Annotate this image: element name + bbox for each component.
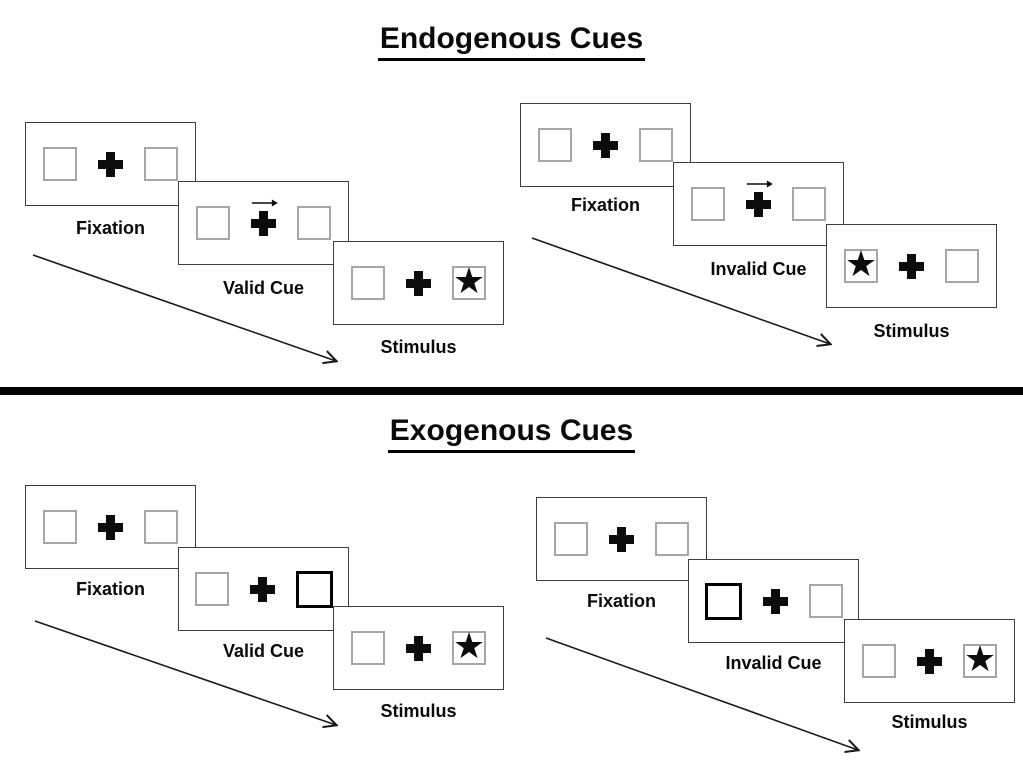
section-title-text: Endogenous Cues bbox=[377, 22, 646, 61]
right-placeholder-square bbox=[297, 206, 331, 240]
left-placeholder-square bbox=[554, 522, 588, 556]
step-label-stimulus: Stimulus bbox=[380, 337, 457, 357]
right-highlighted-cue-square bbox=[295, 570, 333, 608]
step-label-fixation: Fixation bbox=[75, 218, 145, 238]
fixation-cross-icon bbox=[917, 648, 942, 674]
fixation-cross-icon bbox=[609, 526, 634, 552]
fixation-cross-icon bbox=[98, 151, 123, 177]
endo-invalid-fixation-card bbox=[520, 103, 691, 187]
fixation-cross-icon bbox=[899, 253, 924, 279]
left-placeholder-square bbox=[43, 147, 77, 181]
star-stimulus-icon: ★ bbox=[452, 261, 486, 302]
fixation-cross-icon bbox=[746, 191, 771, 217]
right-arrow-cue-icon bbox=[746, 180, 773, 187]
section-title-exogenous: Exogenous Cues bbox=[0, 414, 1023, 453]
step-label-fixation: Fixation bbox=[75, 579, 145, 599]
endo-invalid-stimulus-card: ★ bbox=[826, 224, 997, 308]
left-placeholder-square bbox=[194, 572, 229, 606]
left-placeholder-square bbox=[351, 266, 385, 300]
step-label-valid-cue: Valid Cue bbox=[222, 641, 305, 661]
left-placeholder-square bbox=[862, 644, 896, 678]
timeline-arrow bbox=[545, 637, 867, 759]
timeline-arrow bbox=[531, 237, 839, 353]
exo-invalid-cue-card bbox=[688, 559, 859, 643]
exo-valid-fixation-card bbox=[25, 485, 196, 569]
star-stimulus-icon: ★ bbox=[963, 639, 997, 680]
left-placeholder-square bbox=[351, 631, 385, 665]
step-label-fixation: Fixation bbox=[586, 591, 656, 611]
right-placeholder-square bbox=[808, 584, 843, 618]
section-title-text: Exogenous Cues bbox=[387, 414, 636, 453]
left-placeholder-square bbox=[196, 206, 230, 240]
fixation-cross-icon bbox=[98, 514, 123, 540]
fixation-cross-icon bbox=[251, 210, 276, 236]
exo-valid-cue-card bbox=[178, 547, 349, 631]
star-stimulus-icon: ★ bbox=[452, 626, 486, 667]
step-label-valid-cue: Valid Cue bbox=[222, 278, 305, 298]
left-placeholder-square bbox=[43, 510, 77, 544]
fixation-cross-icon bbox=[762, 588, 788, 614]
fixation-cross-icon bbox=[406, 270, 431, 296]
exo-invalid-stimulus-card: ★ bbox=[844, 619, 1015, 703]
step-label-stimulus: Stimulus bbox=[380, 701, 457, 721]
timeline-arrow bbox=[32, 254, 346, 370]
step-label-invalid-cue: Invalid Cue bbox=[725, 653, 822, 673]
fixation-cross-icon bbox=[593, 132, 618, 158]
right-target-square: ★ bbox=[452, 261, 486, 302]
right-placeholder-square bbox=[945, 249, 979, 283]
right-placeholder-square bbox=[144, 147, 178, 181]
right-target-square: ★ bbox=[963, 639, 997, 680]
endo-valid-stimulus-card: ★ bbox=[333, 241, 504, 325]
right-placeholder-square bbox=[792, 187, 826, 221]
left-target-square: ★ bbox=[844, 244, 878, 285]
step-label-stimulus: Stimulus bbox=[891, 712, 968, 732]
star-stimulus-icon: ★ bbox=[844, 244, 878, 285]
timeline-arrow bbox=[34, 620, 346, 734]
fixation-cross-icon bbox=[249, 576, 275, 602]
endo-valid-fixation-card bbox=[25, 122, 196, 206]
endo-valid-cue-card bbox=[178, 181, 349, 265]
exo-invalid-fixation-card bbox=[536, 497, 707, 581]
left-placeholder-square bbox=[538, 128, 572, 162]
left-placeholder-square bbox=[691, 187, 725, 221]
section-divider bbox=[0, 387, 1023, 395]
right-placeholder-square bbox=[639, 128, 673, 162]
step-label-stimulus: Stimulus bbox=[873, 321, 950, 341]
step-label-invalid-cue: Invalid Cue bbox=[710, 259, 807, 279]
fixation-cross-icon bbox=[406, 635, 431, 661]
section-title-endogenous: Endogenous Cues bbox=[0, 22, 1023, 61]
exo-valid-stimulus-card: ★ bbox=[333, 606, 504, 690]
right-arrow-cue-icon bbox=[251, 199, 278, 206]
step-label-fixation: Fixation bbox=[570, 195, 640, 215]
endo-invalid-cue-card bbox=[673, 162, 844, 246]
right-placeholder-square bbox=[655, 522, 689, 556]
right-placeholder-square bbox=[144, 510, 178, 544]
left-highlighted-cue-square bbox=[704, 582, 742, 620]
right-target-square: ★ bbox=[452, 626, 486, 667]
